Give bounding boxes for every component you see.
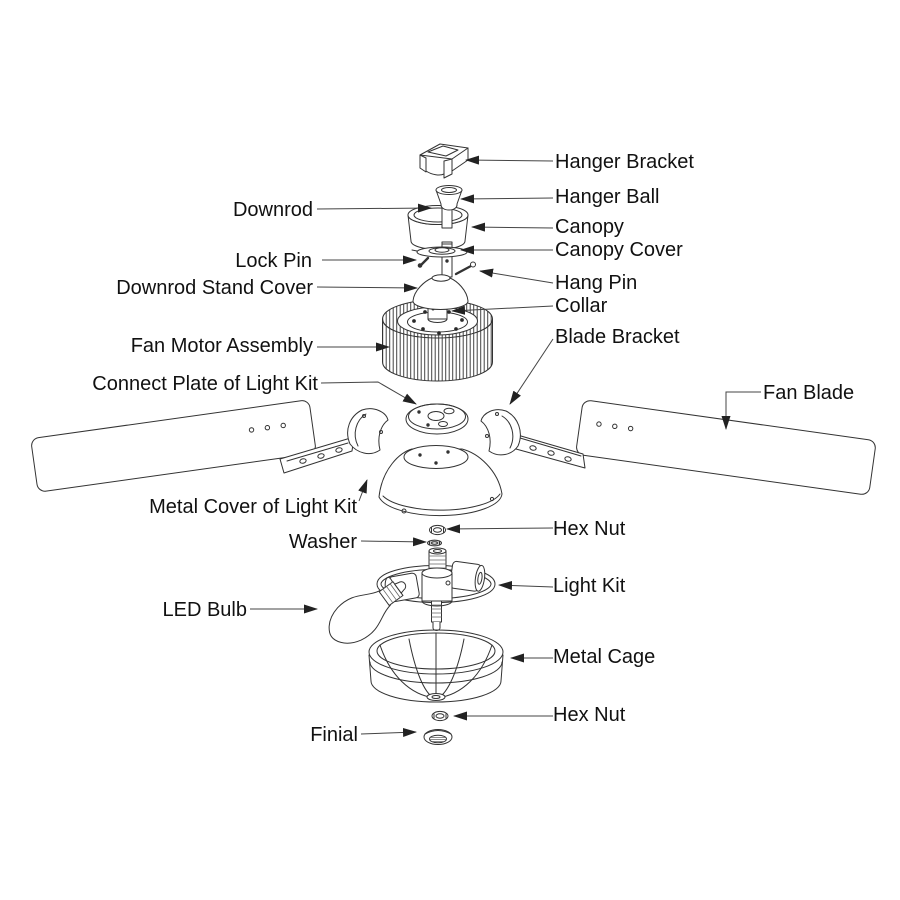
label-hanger-bracket: Hanger Bracket	[555, 151, 694, 173]
metal-cage-drawing	[368, 629, 504, 703]
label-fan-motor-assembly: Fan Motor Assembly	[131, 335, 313, 357]
label-hex-nut-lower: Hex Nut	[553, 704, 626, 726]
label-canopy: Canopy	[555, 216, 624, 238]
hex-nut-upper-drawing	[429, 524, 446, 536]
label-hanger-ball: Hanger Ball	[555, 186, 660, 208]
leader-lines	[250, 155, 761, 737]
blade-bracket-right-drawing	[480, 409, 586, 469]
blade-bracket-leader	[509, 338, 554, 405]
label-connect-plate-of-light-kit: Connect Plate of Light Kit	[92, 373, 318, 395]
label-collar: Collar	[555, 295, 608, 317]
label-downrod: Downrod	[233, 199, 313, 221]
label-hex-nut-upper: Hex Nut	[553, 518, 626, 540]
downrod-leader	[316, 203, 432, 213]
hex-nut-upper-leader	[446, 524, 554, 534]
label-blade-bracket: Blade Bracket	[555, 326, 680, 348]
hanger-bracket-drawing	[419, 143, 469, 179]
part-labels: Hanger Bracket Hanger Ball Downrod Canop…	[92, 151, 854, 746]
hang-pin-drawing	[454, 261, 476, 276]
label-downrod-stand-cover: Downrod Stand Cover	[116, 277, 313, 299]
fan-blade-left-drawing	[31, 400, 316, 492]
led-bulb-drawing	[328, 581, 407, 644]
label-washer: Washer	[289, 531, 358, 553]
canopy-drawing	[407, 205, 469, 250]
hanger-ball-leader	[460, 194, 554, 204]
washer-leader	[360, 537, 427, 547]
label-hang-pin: Hang Pin	[555, 272, 637, 294]
canopy-leader	[471, 222, 554, 232]
metal-cover-leader	[358, 479, 368, 502]
light-kit-leader	[498, 580, 554, 590]
label-lock-pin: Lock Pin	[235, 250, 312, 272]
label-canopy-cover: Canopy Cover	[555, 239, 683, 261]
fan-blade-leader	[721, 391, 761, 430]
label-led-bulb: LED Bulb	[163, 599, 248, 621]
hanger-ball-drawing	[435, 185, 463, 211]
connect-plate-of-light-kit-drawing	[405, 403, 469, 435]
lock-pin-drawing	[417, 256, 430, 268]
hanger-bracket-leader	[465, 155, 554, 165]
blade-bracket-left-drawing	[279, 408, 389, 474]
label-fan-blade: Fan Blade	[763, 382, 854, 404]
finial-leader	[360, 727, 417, 737]
canopy-cover-drawing	[411, 246, 473, 258]
collar-leader	[451, 305, 554, 315]
finial-drawing	[423, 729, 453, 745]
washer-drawing	[427, 539, 442, 547]
downrod-stand-cover-drawing	[412, 274, 469, 310]
label-metal-cage: Metal Cage	[553, 646, 655, 668]
label-light-kit: Light Kit	[553, 575, 626, 597]
hex-nut-lower-drawing	[431, 710, 449, 722]
label-finial: Finial	[310, 724, 358, 746]
connect-plate-leader	[320, 381, 417, 405]
hang-pin-leader	[479, 268, 554, 284]
label-metal-cover-of-light-kit: Metal Cover of Light Kit	[149, 496, 357, 518]
metal-cover-of-light-kit-drawing	[378, 445, 503, 517]
downrod-drawing	[441, 206, 453, 278]
downrod-stand-cover-leader	[316, 283, 418, 293]
